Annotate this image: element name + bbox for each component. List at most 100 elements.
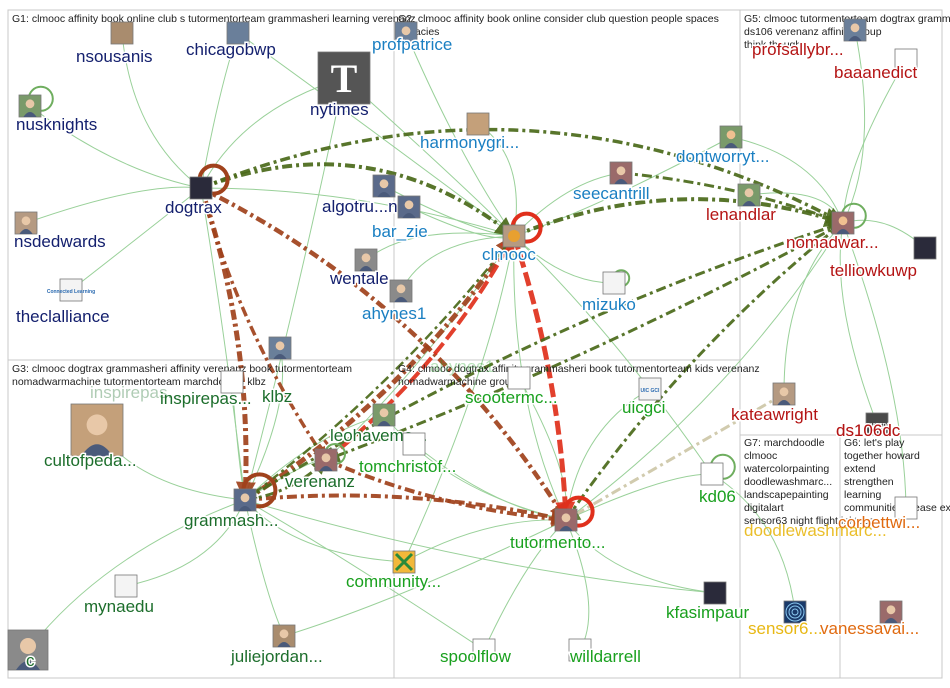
node-spoolflow[interactable]: spoolflow	[439, 638, 513, 668]
edge-community-tutormento	[403, 516, 567, 563]
node-nsdedwards[interactable]: nsdedwards	[13, 211, 107, 253]
node-label-profpatrice: profpatrice	[372, 35, 452, 54]
edge-baaanedict-nomadwar	[839, 59, 907, 224]
node-juliejordan[interactable]: juliejordan...	[229, 624, 324, 668]
node-mizuko[interactable]: mizuko	[581, 271, 637, 316]
node-label-ahynes1: ahynes1	[362, 304, 426, 323]
drawing-avatar-icon	[602, 271, 626, 295]
node-dogtrax[interactable]: dogtrax	[164, 176, 224, 219]
node-willdarrell[interactable]: willdarrell	[568, 638, 642, 668]
group-label-g1-line1: G1: clmooc affinity book online club s t…	[12, 13, 416, 25]
person-avatar-icon	[554, 508, 578, 532]
node-lenandlar[interactable]: lenandlar	[705, 183, 778, 226]
node-seecantrill[interactable]: seecantrill	[572, 161, 651, 205]
node-clmooc[interactable]: clmooc	[481, 224, 538, 266]
edge-kd06-tutormento	[565, 473, 713, 521]
node-label-klbz: klbz	[262, 387, 292, 406]
person-avatar-icon	[70, 403, 124, 457]
node-chicagobwp[interactable]: chicagobwp	[185, 21, 277, 61]
node-nsousanis[interactable]: nsousanis	[75, 21, 154, 68]
node-label-tomchristof: tomchristof...	[359, 457, 456, 476]
group-label-g7-line2: clmooc	[744, 450, 777, 462]
node-label-dogtrax: dogtrax	[165, 198, 222, 217]
edge-spoolflow-grammash	[244, 499, 485, 651]
node-harmonygri[interactable]: harmonygri...	[419, 112, 521, 154]
edge-chicagobwp-dogtrax	[198, 32, 239, 189]
group-label-g7: G7: marchdoodle clmooc watercolorpaintin…	[743, 437, 879, 527]
sketch-avatar-icon	[110, 21, 134, 45]
connected-learning-logo-icon: Connected Learning	[47, 278, 95, 302]
node-wentale[interactable]: wentale	[328, 248, 390, 290]
blank-icon	[894, 48, 918, 72]
svg-text:T: T	[331, 56, 358, 101]
node-nomadwar[interactable]: nomadwar...	[785, 211, 880, 254]
edge-kfasimpaur-grammash	[244, 498, 716, 594]
node-telliowkuwp[interactable]: telliowkuwp	[829, 236, 937, 282]
node-label-sensor63: sensor6...	[748, 619, 823, 638]
node-ahynes1[interactable]: ahynes1	[361, 279, 428, 325]
group-label-g7-line1: G7: marchdoodle	[744, 437, 825, 449]
edge-nsousanis-dogtrax	[121, 32, 202, 189]
node-vanessavai[interactable]: vanessavai...	[819, 600, 921, 640]
person-avatar-icon	[843, 18, 867, 42]
group-box-g6	[839, 434, 943, 679]
node-kfasimpaur[interactable]: kfasimpaur	[665, 581, 751, 624]
edge-ds106dc-nomadwar	[838, 222, 878, 425]
node-corbettwi[interactable]: corbettwi...	[837, 496, 922, 534]
group-label-g7-line3: watercolorpainting	[743, 463, 829, 475]
node-profsallybr[interactable]: profsallybr...	[751, 18, 867, 61]
node-cultofpeda[interactable]: cultofpeda...	[43, 403, 138, 472]
node-algotruneman[interactable]: algotru...n...	[321, 174, 413, 218]
node-label-seecantrill: seecantrill	[573, 184, 650, 203]
node-baaanedict[interactable]: baaanedict	[833, 48, 919, 84]
node-community[interactable]: community...	[345, 550, 443, 593]
blank-icon	[507, 366, 531, 390]
node-label-c: c	[26, 651, 35, 670]
node-label-inspirepas: inspirepas...	[160, 389, 252, 408]
node-dontworryt[interactable]: dontworryt...	[675, 125, 771, 168]
edge-c-grammash	[27, 498, 246, 651]
node-bar_zie[interactable]: bar_zie	[371, 195, 429, 243]
node-profpatrice[interactable]: profpatrice	[371, 21, 454, 56]
node-label-chicagobwp: chicagobwp	[186, 40, 276, 59]
edge-dogtrax-clmooc	[200, 187, 515, 238]
heavy-edge-clmooc-grammash	[244, 235, 515, 501]
node-kd06[interactable]: kd06	[698, 462, 737, 508]
node-mynaedu[interactable]: mynaedu	[83, 574, 155, 618]
node-label-kfasimpaur: kfasimpaur	[666, 603, 749, 622]
node-label-tutormento: tutormento...	[510, 533, 605, 552]
node-label-mizuko: mizuko	[582, 295, 636, 314]
node-grammash[interactable]: grammash...	[183, 488, 280, 532]
person-avatar-icon	[372, 174, 396, 198]
node-nusknights[interactable]: nusknights	[15, 94, 99, 136]
node-tomchristof[interactable]: tomchristof...	[358, 432, 458, 478]
node-sensor63[interactable]: sensor6...	[747, 600, 824, 640]
node-label-scootermc: scootermc...	[465, 388, 558, 407]
node-inspirepas[interactable]: inspirepas...	[159, 370, 253, 410]
heavy-edge-verenanz-tutormento	[325, 458, 568, 527]
group-label-g4-line2: nomadwarmachine group	[398, 376, 517, 388]
uic-logo-icon: UIC GCI	[638, 377, 662, 401]
node-kateawright[interactable]: kateawright	[730, 382, 820, 426]
dark-avatar-icon	[703, 581, 727, 605]
node-verenanz[interactable]: verenanz	[284, 448, 356, 493]
obscured-label-lbl-doodlewash: doodlewashmarc...	[744, 521, 887, 540]
nytimes-logo-icon: T	[317, 51, 371, 105]
group-label-g6: G6: let's play together howard extend st…	[844, 437, 950, 514]
node-label-nsousanis: nsousanis	[76, 47, 153, 66]
node-tutormento[interactable]: tutormento...	[509, 508, 607, 554]
person-avatar-icon	[272, 624, 296, 648]
node-label-corbettwi: corbettwi...	[838, 513, 920, 532]
svg-text:Connected Learning: Connected Learning	[47, 289, 95, 295]
node-c[interactable]: c	[7, 629, 49, 672]
blank-icon	[568, 638, 592, 662]
edge-dogtrax-grammash	[200, 187, 248, 501]
node-klbz[interactable]: klbz	[261, 336, 294, 408]
node-scootermc[interactable]: scootermc...	[464, 366, 559, 409]
group-label-g7-line5: landscapepainting	[744, 489, 829, 501]
